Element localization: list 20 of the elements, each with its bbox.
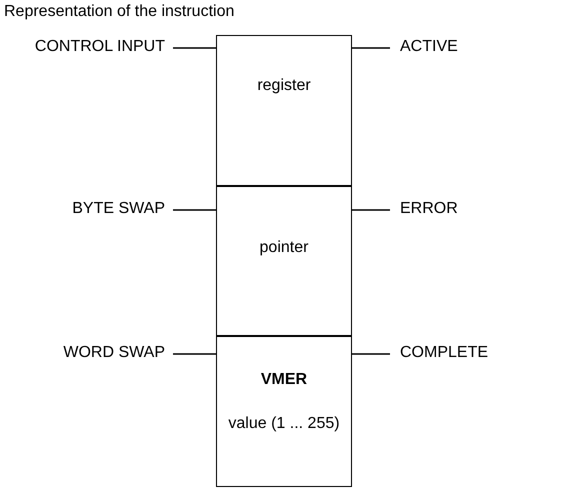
diagram-title: Representation of the instruction (4, 3, 234, 21)
signal-name: ERROR (390, 199, 458, 219)
block-label: pointer (258, 238, 310, 258)
signal-name: COMPLETE (390, 343, 488, 363)
block-section (216, 35, 352, 187)
block-section (216, 335, 352, 487)
signal-name: ACTIVE (390, 37, 458, 57)
parameter-label: value (1 ... 255) (227, 414, 341, 434)
signal-name: WORD SWAP (63, 343, 173, 363)
connector-line (352, 47, 390, 49)
connector-line (352, 353, 390, 355)
signal-name: BYTE SWAP (72, 199, 173, 219)
block-label: register (256, 76, 312, 96)
signal-name: CONTROL INPUT (34, 37, 173, 57)
connector-line (352, 209, 390, 211)
connector-line (173, 353, 216, 355)
block-label: VMER (260, 370, 308, 390)
block-section (216, 185, 352, 337)
connector-line (173, 209, 216, 211)
connector-line (173, 47, 216, 49)
